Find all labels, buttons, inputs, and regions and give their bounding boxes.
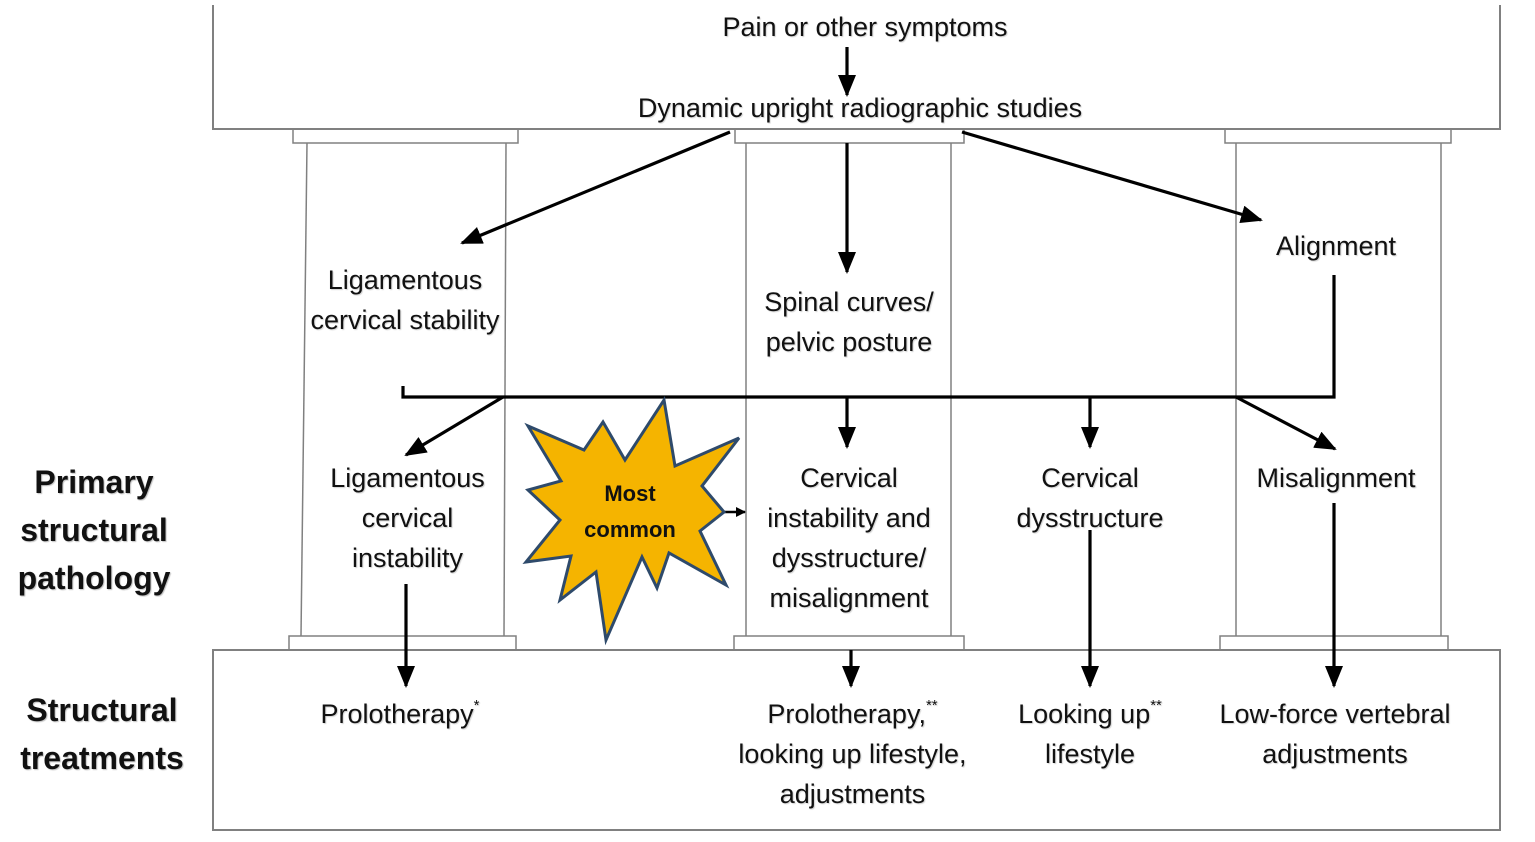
combined-treatment-rest: looking up lifestyle, adjustments: [738, 739, 967, 809]
most-common-starburst: [522, 395, 741, 646]
prolotherapy-footnote-mark: *: [473, 697, 480, 714]
prolotherapy-text: Prolotherapy: [320, 699, 474, 729]
combined-footnote-mark: **: [925, 697, 938, 714]
pillar-2: [733, 128, 965, 651]
arrow-studies-to-alignment: [961, 130, 1263, 223]
looking-up-footnote-mark: **: [1150, 697, 1162, 714]
arrow-bus-to-misalignment: [1235, 395, 1337, 451]
dysstructure-label: Cervical dysstructure: [1016, 463, 1164, 533]
alignment-label: Alignment: [1275, 231, 1397, 261]
low-force-treatment: Low-force vertebral adjustments: [1219, 699, 1451, 769]
arrow-studies-to-stability: [460, 130, 731, 245]
combined-pathology-label: Cervical instability and dysstructure/ m…: [767, 463, 931, 613]
pathology-row-label: Primary structural pathology: [17, 464, 171, 596]
most-common-line2: common: [584, 517, 676, 542]
misalignment-label: Misalignment: [1256, 463, 1416, 493]
looking-up-line2: lifestyle: [1044, 739, 1136, 769]
combined-treatment: Prolotherapy,** looking up lifestyle, ad…: [705, 694, 1000, 814]
studies-label: Dynamic upright radiographic studies: [637, 93, 1083, 123]
arrow-bus-to-ligamentous-instability: [404, 395, 504, 457]
combined-treatment-line1: Prolotherapy,: [767, 699, 926, 729]
looking-up-treatment: Looking up** lifestyle: [995, 694, 1185, 774]
ligamentous-stability-label: Ligamentous cervical stability: [310, 265, 500, 335]
treatments-row-label: Structural treatments: [20, 692, 184, 776]
looking-up-line1: Looking up: [1018, 699, 1151, 729]
connector-bus: [401, 275, 1336, 399]
most-common-line1: Most: [604, 481, 656, 506]
prolotherapy-treatment: Prolotherapy*: [290, 694, 510, 734]
symptoms-label: Pain or other symptoms: [722, 12, 1008, 42]
spinal-curves-label: Spinal curves/ pelvic posture: [764, 287, 934, 357]
most-common-label: Most common: [560, 476, 700, 548]
ligamentous-instability-label: Ligamentous cervical instability: [330, 463, 485, 573]
